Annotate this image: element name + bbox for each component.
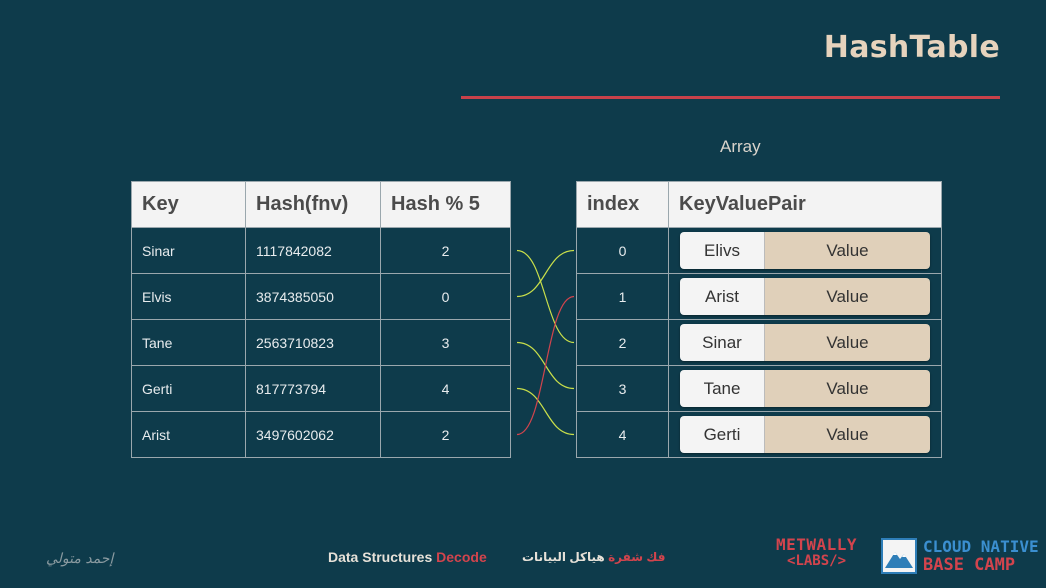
metwally-logo-line1: METWALLY — [776, 535, 858, 554]
kv-cell: Tane Value — [668, 365, 942, 412]
pair-value: Value — [765, 278, 930, 315]
array-row: 1 Arist Value — [576, 273, 942, 320]
array-label: Array — [720, 137, 761, 156]
hash-table-row: Elvis 3874385050 0 — [131, 273, 511, 320]
array-table: index KeyValuePair 0 Elivs Value 1 Arist… — [576, 181, 942, 458]
array-index: 2 — [576, 319, 669, 366]
hash-table-header-row: Key Hash(fnv) Hash % 5 — [131, 181, 511, 228]
metwally-labs-logo: METWALLY <LABS/> — [776, 535, 858, 570]
course-title-accent: Decode — [436, 549, 487, 565]
collision-connector — [516, 295, 575, 436]
key-value-pair: Tane Value — [680, 370, 930, 407]
column-header-key: Key — [131, 181, 246, 228]
cloud-native-base-camp-logo: CLOUD NATIVE BASE CAMP — [881, 537, 1039, 575]
key-value-pair: Sinar Value — [680, 324, 930, 361]
hash-connector — [516, 249, 575, 298]
kv-cell: Sinar Value — [668, 319, 942, 366]
pair-value: Value — [765, 324, 930, 361]
cloud-logo-line2: BASE CAMP — [923, 555, 1016, 575]
pair-key: Gerti — [680, 416, 765, 453]
course-title: Data Structures Decode — [328, 549, 487, 565]
key-value-pair: Gerti Value — [680, 416, 930, 453]
array-row: 4 Gerti Value — [576, 411, 942, 458]
course-title-prefix: Data Structures — [328, 549, 433, 565]
key-value-pair: Elivs Value — [680, 232, 930, 269]
pair-key: Elivs — [680, 232, 765, 269]
row-key: Tane — [131, 319, 246, 366]
metwally-logo-line2: <LABS/> — [787, 553, 847, 569]
row-key: Arist — [131, 411, 246, 458]
row-hash: 2563710823 — [245, 319, 381, 366]
pair-key: Tane — [680, 370, 765, 407]
array-row: 0 Elivs Value — [576, 227, 942, 274]
kv-cell: Arist Value — [668, 273, 942, 320]
row-mod: 2 — [380, 411, 511, 458]
hash-table-row: Arist 3497602062 2 — [131, 411, 511, 458]
kv-cell: Gerti Value — [668, 411, 942, 458]
hash-connector — [516, 249, 575, 344]
row-key: Sinar — [131, 227, 246, 274]
hash-table-row: Tane 2563710823 3 — [131, 319, 511, 366]
row-hash: 3874385050 — [245, 273, 381, 320]
row-hash: 3497602062 — [245, 411, 381, 458]
title-underline — [461, 96, 1000, 99]
array-row: 3 Tane Value — [576, 365, 942, 412]
mountain-icon — [881, 538, 917, 574]
column-header-hash: Hash(fnv) — [245, 181, 381, 228]
kv-cell: Elivs Value — [668, 227, 942, 274]
course-title-arabic-accent: فك شفرة — [608, 550, 666, 564]
hash-connector — [516, 387, 575, 436]
cloud-logo-line1: CLOUD NATIVE — [923, 537, 1039, 556]
row-mod: 3 — [380, 319, 511, 366]
array-index: 4 — [576, 411, 669, 458]
row-mod: 0 — [380, 273, 511, 320]
pair-value: Value — [765, 370, 930, 407]
course-title-arabic-rest: هياكل البيانات — [522, 550, 605, 564]
slide-title: HashTable — [823, 30, 1000, 65]
column-header-mod: Hash % 5 — [380, 181, 511, 228]
pair-value: Value — [765, 416, 930, 453]
author-signature: إحمد متولي — [46, 551, 114, 567]
pair-key: Arist — [680, 278, 765, 315]
key-value-pair: Arist Value — [680, 278, 930, 315]
pair-key: Sinar — [680, 324, 765, 361]
course-title-arabic: فك شفرة هياكل البيانات — [522, 550, 665, 564]
pair-value: Value — [765, 232, 930, 269]
column-header-keyvaluepair: KeyValuePair — [668, 181, 942, 228]
hash-table: Key Hash(fnv) Hash % 5 Sinar 1117842082 … — [131, 181, 511, 458]
array-row: 2 Sinar Value — [576, 319, 942, 366]
